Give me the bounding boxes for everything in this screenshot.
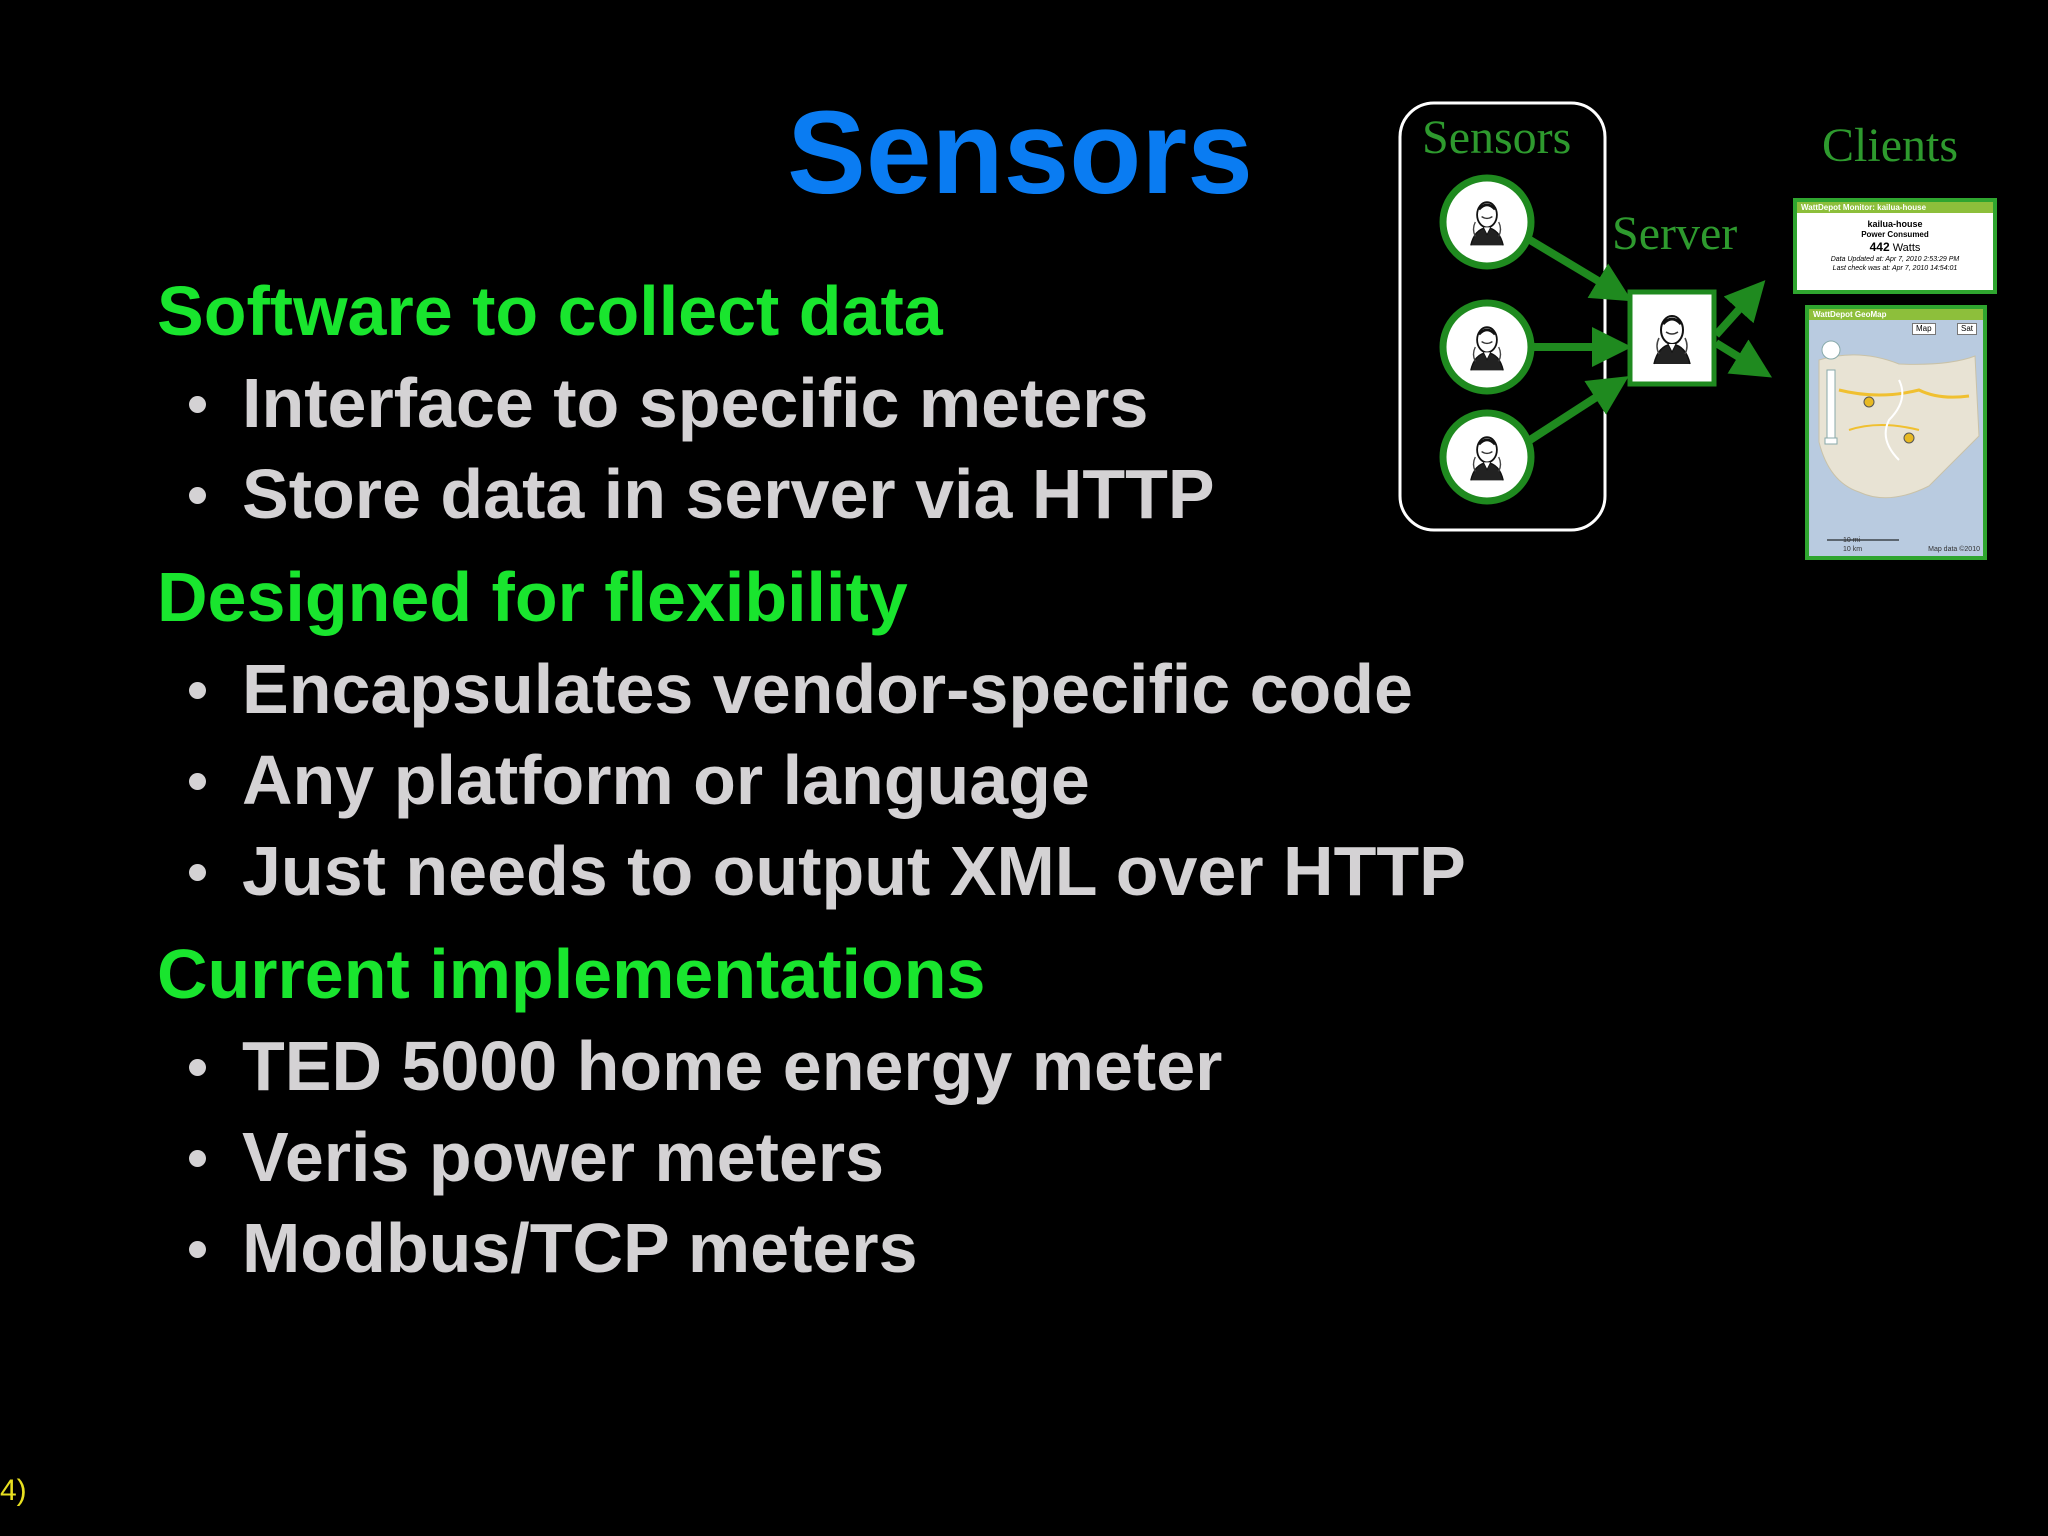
bullet-item: Store data in server via HTTP: [157, 449, 1657, 540]
section-collect: Software to collect data Interface to sp…: [157, 268, 1657, 540]
architecture-diagram: Sensors Server Clients WattDepot Monitor…: [1390, 95, 2000, 575]
monitor-house: kailua-house: [1867, 219, 1923, 229]
section-implementations: Current implementations TED 5000 home en…: [157, 931, 1657, 1294]
arrow-right-icon: [1527, 236, 1633, 302]
server-label: Server: [1612, 207, 1738, 260]
slide-content: Software to collect data Interface to sp…: [157, 268, 1657, 1308]
island-map-graphic: [1818, 340, 1980, 541]
bullet-item: Modbus/TCP meters: [157, 1203, 1657, 1294]
clients-label: Clients: [1822, 119, 1959, 172]
bullet-list: TED 5000 home energy meter Veris power m…: [157, 1021, 1657, 1294]
map-type-button[interactable]: Map: [1912, 323, 1936, 335]
sensor-node-2: [1439, 299, 1535, 395]
map-attribution: Map data ©2010: [1928, 546, 1980, 553]
monitor-watts-value: 442: [1869, 240, 1890, 254]
monitor-watts-unit: Watts: [1892, 242, 1921, 254]
section-heading: Software to collect data: [157, 272, 943, 350]
server-node: [1627, 289, 1717, 387]
bullet-list: Encapsulates vendor-specific code Any pl…: [157, 644, 1657, 917]
sensors-label: Sensors: [1422, 111, 1572, 164]
sensor-node-1: [1439, 174, 1535, 270]
bullet-item: Encapsulates vendor-specific code: [157, 644, 1657, 735]
satellite-type-button[interactable]: Sat: [1957, 323, 1978, 335]
monitor-title-bar: WattDepot Monitor: kailua-house: [1797, 202, 1993, 213]
section-heading: Current implementations: [157, 935, 986, 1013]
slide-footer: 4): [0, 1474, 27, 1507]
bullet-item: Just needs to output XML over HTTP: [157, 826, 1657, 917]
monitor-updated: Data Updated at: Apr 7, 2010 2:53:29 PM: [1830, 256, 1960, 263]
bullet-list: Interface to specific meters Store data …: [157, 358, 1657, 540]
map-scale-km: 10 km: [1843, 546, 1863, 553]
client-geomap-card: WattDepot GeoMap Map Sat 10 mi 10: [1805, 305, 1987, 560]
monitor-body: kailua-house Power Consumed 442 Watts Da…: [1797, 219, 1993, 273]
map-scale-mi: 10 mi: [1843, 537, 1861, 544]
client-monitor-card: WattDepot Monitor: kailua-house kailua-h…: [1793, 198, 1997, 294]
arrow-right-icon: [1713, 280, 1766, 338]
map-view[interactable]: Map Sat 10 mi 10 km Map data ©2010: [1809, 320, 1983, 556]
monitor-last-check: Last check was at: Apr 7, 2010 14:54:01: [1832, 265, 1958, 272]
section-flexibility: Designed for flexibility Encapsulates ve…: [157, 554, 1657, 917]
bullet-item: Interface to specific meters: [157, 358, 1657, 449]
bullet-item: TED 5000 home energy meter: [157, 1021, 1657, 1112]
monitor-watts: 442 Watts: [1797, 240, 1993, 255]
arrow-right-icon: [1527, 376, 1629, 444]
section-heading: Designed for flexibility: [157, 558, 908, 636]
sensor-node-3: [1439, 409, 1535, 505]
bullet-item: Veris power meters: [157, 1112, 1657, 1203]
slide-title: Sensors: [787, 87, 1253, 219]
bullet-item: Any platform or language: [157, 735, 1657, 826]
diagram-graphics: [1398, 101, 1773, 532]
geomap-title-bar: WattDepot GeoMap: [1809, 309, 1983, 320]
arrow-right-icon: [1713, 339, 1773, 378]
monitor-measure: Power Consumed: [1861, 230, 1929, 239]
